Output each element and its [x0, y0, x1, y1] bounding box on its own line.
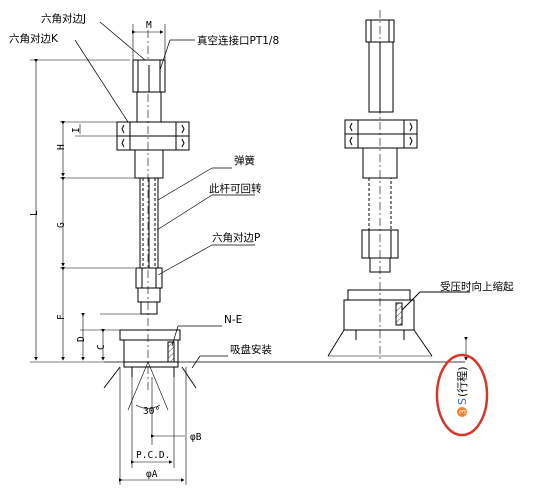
dim-l: L [29, 210, 40, 216]
callout-n-e: N-E [224, 314, 242, 326]
callout-pressure-shrink: 受压时向上缩起 [440, 280, 514, 293]
callout-leaders [74, 21, 255, 369]
dim-c: C [96, 344, 107, 350]
dim-f: F [56, 314, 67, 320]
stroke-label: 3 S (行程) [456, 366, 469, 417]
callout-spring: 弹簧 [234, 154, 255, 167]
callout-vacuum-port: 真空连接口PT1/8 [197, 34, 279, 47]
dim-m: M [146, 20, 152, 31]
dim-g: G [56, 222, 67, 228]
stroke-text: (行程) [456, 366, 469, 397]
stroke-badge-number: 3 [459, 409, 468, 414]
callout-hex-p: 六角对边P [212, 231, 260, 244]
dim-angle: 30° [143, 406, 160, 417]
stroke-badge [457, 407, 467, 417]
stroke-s: S [456, 398, 469, 405]
left-unit [103, 30, 465, 411]
callout-hex-j: 六角对边J [41, 12, 86, 25]
dim-pcd: P.C.D. [136, 450, 170, 461]
stroke-highlight [435, 353, 489, 437]
left-dimensions [30, 24, 187, 485]
callout-hex-k: 六角对边K [9, 32, 59, 45]
callout-pad-mount: 吸盘安装 [230, 343, 272, 356]
dim-phi-a: φA [146, 469, 158, 480]
dim-h: H [56, 144, 67, 150]
dim-i: I [71, 127, 82, 133]
dim-phi-b: φB [190, 432, 202, 443]
dim-d: D [76, 336, 87, 342]
callout-rod-rotates: 此杆可回转 [209, 182, 262, 195]
right-unit [327, 10, 470, 361]
